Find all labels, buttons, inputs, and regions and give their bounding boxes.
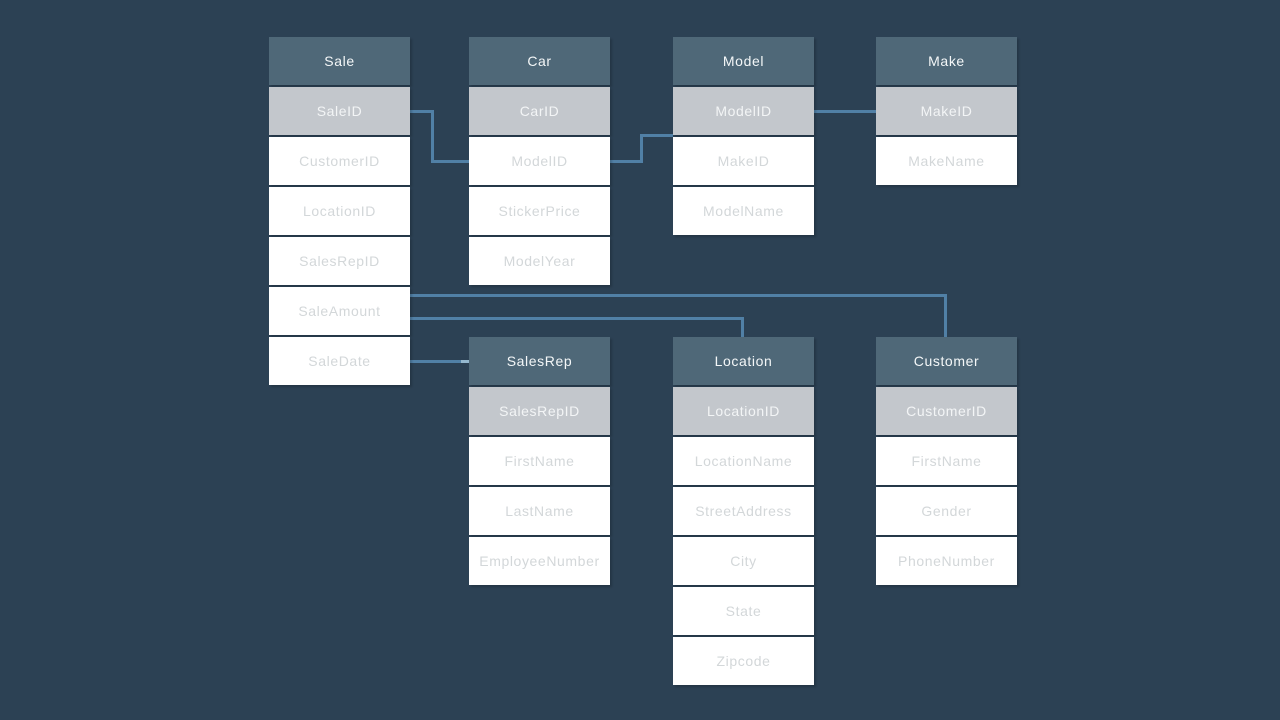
key-field-row-customerid: CustomerID xyxy=(876,387,1017,435)
field-row-phonenumber: PhoneNumber xyxy=(876,537,1017,585)
field-row-locationid: LocationID xyxy=(269,187,410,235)
field-row-stickerprice: StickerPrice xyxy=(469,187,610,235)
relationship-line xyxy=(944,294,947,339)
table-title-make: Make xyxy=(876,37,1017,85)
relationship-line xyxy=(431,110,434,163)
table-title-salesrep: SalesRep xyxy=(469,337,610,385)
relationship-line xyxy=(640,134,643,163)
key-field-row-makeid: MakeID xyxy=(876,87,1017,135)
table-title-sale: Sale xyxy=(269,37,410,85)
relationship-line-tip xyxy=(461,360,469,363)
field-row-customerid: CustomerID xyxy=(269,137,410,185)
table-title-model: Model xyxy=(673,37,814,85)
field-row-lastname: LastName xyxy=(469,487,610,535)
field-row-salesrepid: SalesRepID xyxy=(269,237,410,285)
relationship-line xyxy=(410,110,434,113)
relationship-line xyxy=(410,360,469,363)
field-row-makename: MakeName xyxy=(876,137,1017,185)
field-row-gender: Gender xyxy=(876,487,1017,535)
relationship-line xyxy=(410,294,947,297)
field-row-modelname: ModelName xyxy=(673,187,814,235)
key-field-row-saleid: SaleID xyxy=(269,87,410,135)
key-field-row-modelid: ModelID xyxy=(673,87,814,135)
field-row-saledate: SaleDate xyxy=(269,337,410,385)
field-row-saleamount: SaleAmount xyxy=(269,287,410,335)
field-row-streetaddress: StreetAddress xyxy=(673,487,814,535)
relationship-line xyxy=(640,134,673,137)
field-row-zipcode: Zipcode xyxy=(673,637,814,685)
field-row-firstname: FirstName xyxy=(876,437,1017,485)
key-field-row-carid: CarID xyxy=(469,87,610,135)
relationship-line xyxy=(610,160,643,163)
field-row-employeenumber: EmployeeNumber xyxy=(469,537,610,585)
field-row-modelyear: ModelYear xyxy=(469,237,610,285)
field-row-city: City xyxy=(673,537,814,585)
field-row-firstname: FirstName xyxy=(469,437,610,485)
table-title-customer: Customer xyxy=(876,337,1017,385)
key-field-row-locationid: LocationID xyxy=(673,387,814,435)
table-title-location: Location xyxy=(673,337,814,385)
relationship-line xyxy=(431,160,469,163)
table-title-car: Car xyxy=(469,37,610,85)
relationship-line xyxy=(410,317,744,320)
field-row-modelid: ModelID xyxy=(469,137,610,185)
field-row-makeid: MakeID xyxy=(673,137,814,185)
relationship-line xyxy=(813,110,876,113)
field-row-locationname: LocationName xyxy=(673,437,814,485)
key-field-row-salesrepid: SalesRepID xyxy=(469,387,610,435)
relationship-line xyxy=(741,317,744,339)
field-row-state: State xyxy=(673,587,814,635)
